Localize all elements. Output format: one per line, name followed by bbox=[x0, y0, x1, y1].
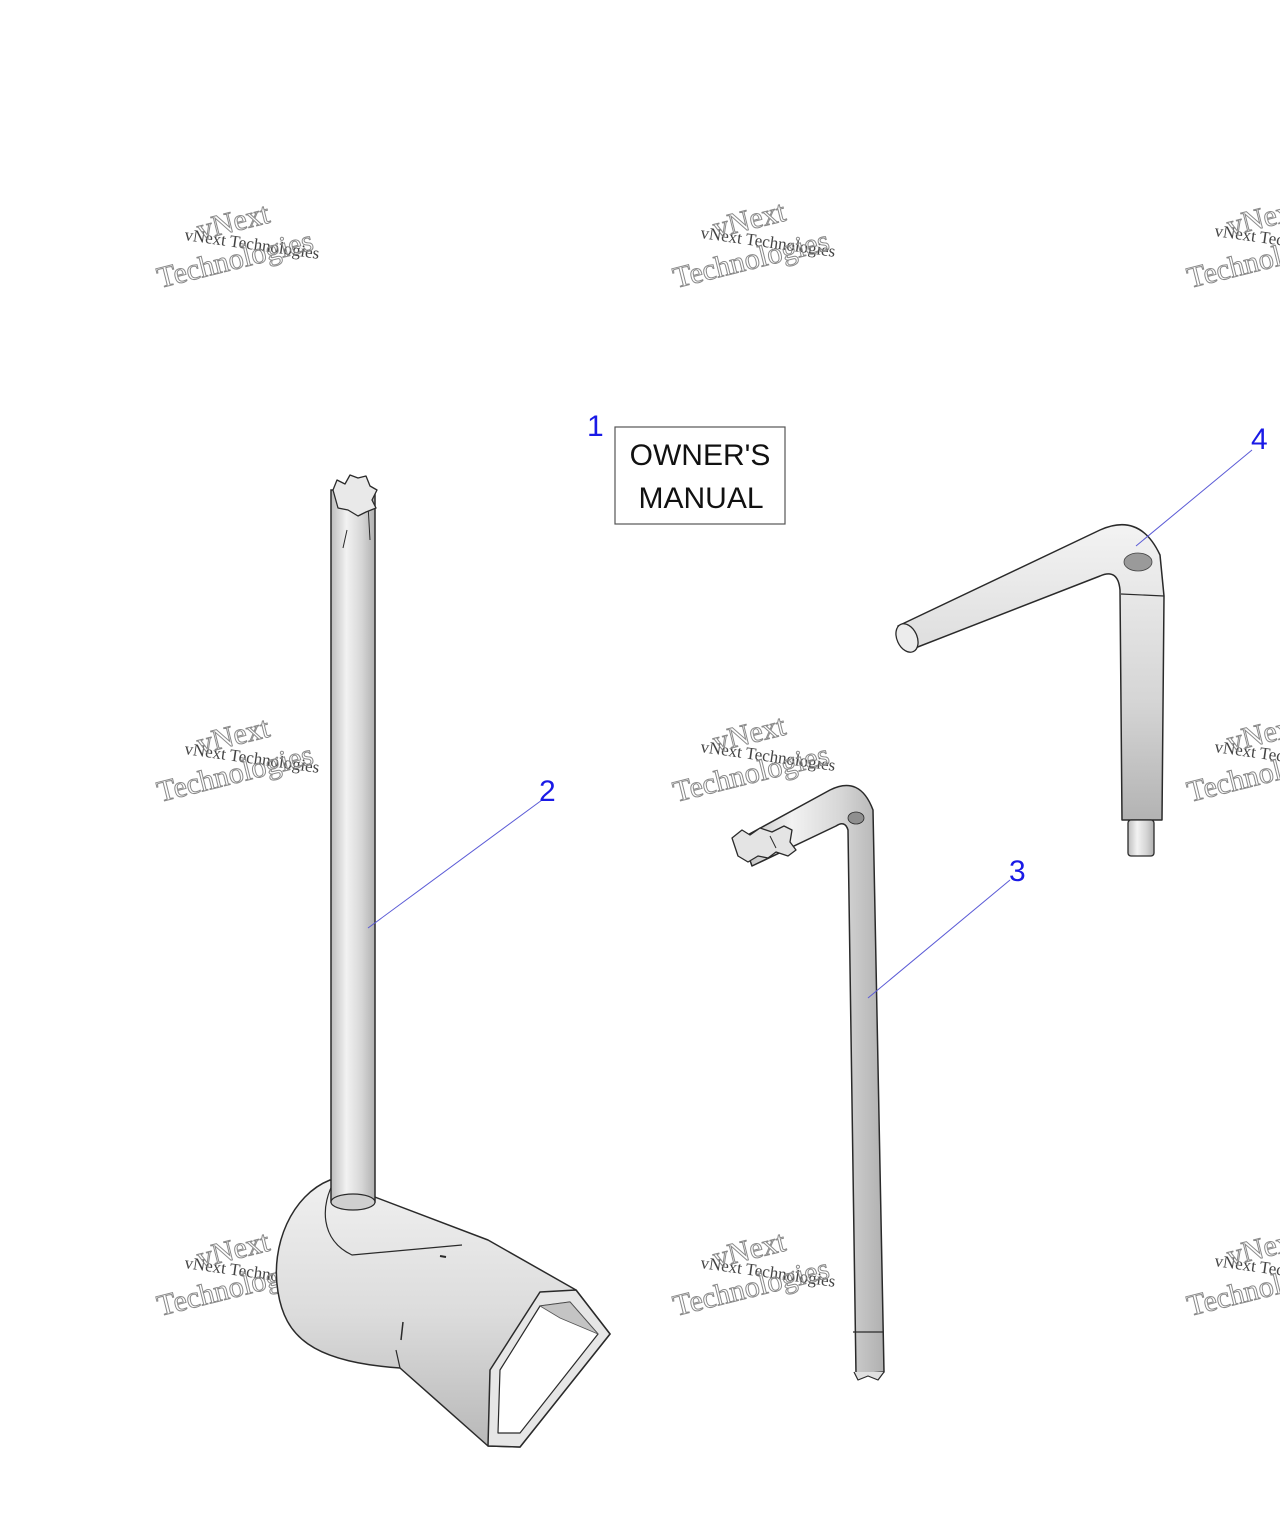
part-2-socket-wrench bbox=[275, 474, 611, 1448]
leader-line-4 bbox=[1135, 449, 1253, 547]
watermark-group: vNext Technologies vNext Technologies vN… bbox=[153, 192, 1280, 1323]
hex-opening bbox=[487, 1289, 611, 1448]
callout-2: 2 bbox=[539, 775, 556, 808]
leader-line-3 bbox=[867, 879, 1011, 999]
torx-tip bbox=[332, 474, 378, 517]
torx-tip bbox=[731, 825, 797, 863]
leader-line-2 bbox=[367, 799, 543, 929]
part-1-owners-manual: OWNER'S MANUAL bbox=[614, 426, 786, 525]
callout-4: 4 bbox=[1251, 423, 1268, 456]
owners-manual-line2: MANUAL bbox=[638, 482, 763, 515]
callout-3: 3 bbox=[1009, 855, 1026, 888]
part-3-torx-l-key bbox=[731, 784, 885, 1381]
owners-manual-box bbox=[614, 426, 786, 525]
part-4-hex-l-key bbox=[895, 523, 1165, 857]
leader-lines bbox=[367, 449, 1253, 999]
t-bar-rod bbox=[330, 489, 376, 1211]
callout-1: 1 bbox=[587, 410, 604, 443]
owners-manual-line1: OWNER'S bbox=[630, 439, 771, 472]
callouts: 1 2 3 4 bbox=[539, 410, 1268, 888]
